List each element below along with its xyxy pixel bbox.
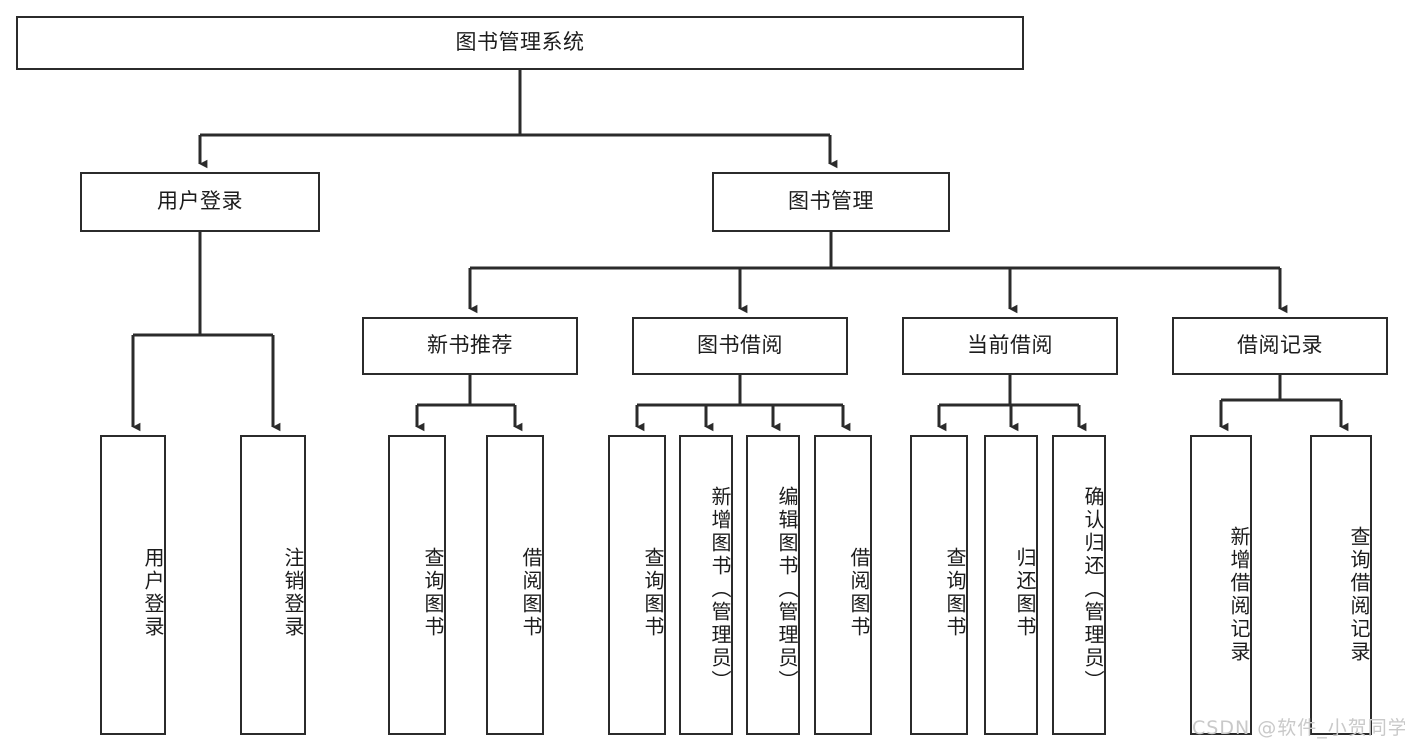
node-new-book-recommend[interactable]: 新书推荐 xyxy=(362,317,578,375)
node-leaf-query-record[interactable]: 查询借阅记录 xyxy=(1310,435,1372,735)
node-leaf-query-record-label: 查询借阅记录 xyxy=(1347,526,1371,664)
node-leaf-query-book-1-label: 查询图书 xyxy=(421,547,445,639)
node-current-borrow-label: 当前借阅 xyxy=(967,333,1053,358)
node-user-login-label: 用户登录 xyxy=(157,189,243,214)
node-leaf-borrow-book-1[interactable]: 借阅图书 xyxy=(486,435,544,735)
node-leaf-logout-label: 注销登录 xyxy=(281,547,305,639)
node-leaf-query-book-1[interactable]: 查询图书 xyxy=(388,435,446,735)
node-leaf-query-book-3[interactable]: 查询图书 xyxy=(910,435,968,735)
node-leaf-add-record[interactable]: 新增借阅记录 xyxy=(1190,435,1252,735)
node-leaf-return-book[interactable]: 归还图书 xyxy=(984,435,1038,735)
node-leaf-return-book-label: 归还图书 xyxy=(1013,547,1037,639)
node-new-book-recommend-label: 新书推荐 xyxy=(427,333,513,358)
node-root[interactable]: 图书管理系统 xyxy=(16,16,1024,70)
node-book-management-label: 图书管理 xyxy=(788,189,874,214)
node-borrow-record-label: 借阅记录 xyxy=(1237,333,1323,358)
node-leaf-query-book-2-label: 查询图书 xyxy=(641,547,665,639)
node-leaf-confirm-return-label: 确认归还（管理员） xyxy=(1081,485,1105,693)
watermark: CSDN @软件_小贺同学 xyxy=(1192,717,1405,739)
node-leaf-borrow-book-1-label: 借阅图书 xyxy=(519,547,543,639)
node-leaf-add-book[interactable]: 新增图书（管理员） xyxy=(679,435,733,735)
node-leaf-logout[interactable]: 注销登录 xyxy=(240,435,306,735)
node-leaf-edit-book-label: 编辑图书（管理员） xyxy=(775,485,799,693)
node-root-label: 图书管理系统 xyxy=(455,30,585,55)
node-leaf-borrow-book-2-label: 借阅图书 xyxy=(847,547,871,639)
node-current-borrow[interactable]: 当前借阅 xyxy=(902,317,1118,375)
node-leaf-add-book-label: 新增图书（管理员） xyxy=(708,485,732,693)
node-leaf-add-record-label: 新增借阅记录 xyxy=(1227,526,1251,664)
node-leaf-user-login-label: 用户登录 xyxy=(141,547,165,639)
node-book-borrow-label: 图书借阅 xyxy=(697,333,783,358)
node-book-borrow[interactable]: 图书借阅 xyxy=(632,317,848,375)
node-user-login[interactable]: 用户登录 xyxy=(80,172,320,232)
node-leaf-query-book-3-label: 查询图书 xyxy=(943,547,967,639)
node-leaf-query-book-2[interactable]: 查询图书 xyxy=(608,435,666,735)
node-leaf-edit-book[interactable]: 编辑图书（管理员） xyxy=(746,435,800,735)
node-leaf-borrow-book-2[interactable]: 借阅图书 xyxy=(814,435,872,735)
node-borrow-record[interactable]: 借阅记录 xyxy=(1172,317,1388,375)
node-book-management[interactable]: 图书管理 xyxy=(712,172,950,232)
node-leaf-user-login[interactable]: 用户登录 xyxy=(100,435,166,735)
node-leaf-confirm-return[interactable]: 确认归还（管理员） xyxy=(1052,435,1106,735)
